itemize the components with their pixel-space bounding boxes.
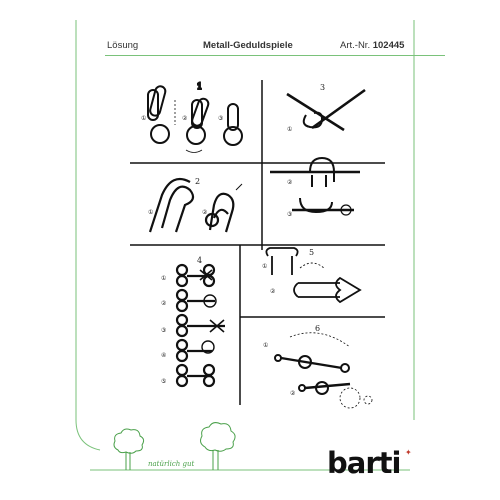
panel-1-number: 1 [197, 82, 202, 91]
solution-label: Lösung [107, 40, 139, 51]
brand-name: barti [327, 446, 401, 480]
p3-step-1: ① [287, 126, 292, 133]
tree-icon [113, 428, 145, 470]
tree-icon [200, 422, 236, 470]
p3-step-3: ③ [287, 211, 292, 218]
panel-1: 1 ① ② ③ [141, 81, 243, 153]
panel-dividers [130, 80, 385, 405]
p1-step-2: ② [182, 115, 188, 122]
panel-4-number: 4 [197, 256, 202, 265]
p4-step-5: ⑤ [161, 378, 166, 385]
p4-step-3: ③ [161, 327, 166, 334]
p4-step-4: ④ [161, 352, 166, 359]
panel-6-number: 6 [315, 324, 320, 333]
p2-step-1: ① [148, 209, 153, 216]
article-number-value: 102445 [372, 40, 405, 51]
panel-2: 2 ① ② [148, 177, 243, 233]
slogan: natürlich gut [148, 460, 195, 468]
p5-step-1: ① [262, 263, 267, 270]
panel-3: 3 ① ② ③ [270, 83, 366, 218]
panel-5-number: 5 [309, 248, 314, 257]
panel-4: 4 ① ② ③ [161, 256, 225, 388]
header-divider [105, 55, 445, 56]
p1-step-3: ③ [218, 115, 223, 122]
star-icon: ✦ [405, 448, 412, 457]
p4-step-2: ② [161, 300, 167, 307]
p5-step-2: ② [270, 288, 276, 295]
p6-step-1: ① [263, 342, 268, 349]
panel-2-number: 2 [195, 177, 200, 186]
page-title: Metall-Geduldspiele [203, 40, 293, 51]
p6-step-2: ② [290, 390, 296, 397]
p1-step-1: ① [141, 115, 146, 122]
p3-step-2: ② [287, 179, 293, 186]
article-prefix: Art.-Nr. [340, 40, 373, 51]
barti-logo: barti ✦ [327, 446, 412, 480]
article-number: Art.-Nr. 102445 [340, 40, 404, 51]
panel-5: 5 ① ② [262, 247, 362, 304]
p2-step-2: ② [202, 209, 208, 216]
panel-3-number: 3 [320, 83, 325, 92]
p4-step-1: ① [161, 275, 166, 282]
panel-6: 6 ① ② [263, 324, 373, 409]
